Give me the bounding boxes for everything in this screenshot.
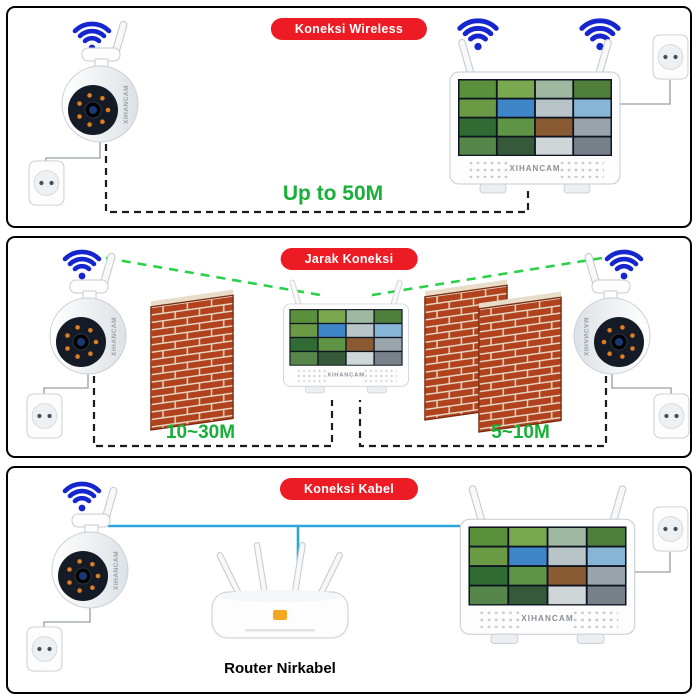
power-socket [653, 393, 690, 439]
wifi-router [211, 541, 349, 639]
nvr-monitor [459, 484, 636, 644]
power-socket [26, 393, 63, 439]
power-socket [652, 506, 689, 552]
power-socket [26, 626, 63, 672]
panel-title-badge-wireless: Koneksi Wireless [270, 18, 428, 40]
panel-cable: Koneksi Kabel Router Nirkabel [6, 466, 692, 694]
ptz-camera [51, 486, 129, 609]
power-socket [652, 34, 689, 80]
distance-label-right: 5~10M [491, 422, 550, 443]
power-socket [28, 160, 65, 206]
distance-label-left: 10~30M [165, 422, 236, 443]
nvr-monitor [283, 279, 409, 394]
brick-wall [478, 290, 562, 433]
ptz-camera [49, 252, 127, 375]
panel-title-badge-cable: Koneksi Kabel [279, 478, 419, 500]
router-label: Router Nirkabel [224, 660, 336, 677]
panel-range: Jarak Koneksi 10~30M 5~10M [6, 236, 692, 458]
brick-wall [150, 288, 234, 431]
wifi-icon [600, 240, 648, 282]
distance-label-50m: Up to 50M [282, 182, 384, 205]
ptz-camera [61, 20, 139, 143]
panel-title-badge-range: Jarak Koneksi [280, 248, 418, 270]
panel-wireless: Koneksi Wireless Up to 50M [6, 6, 692, 228]
nvr-monitor [449, 38, 621, 194]
